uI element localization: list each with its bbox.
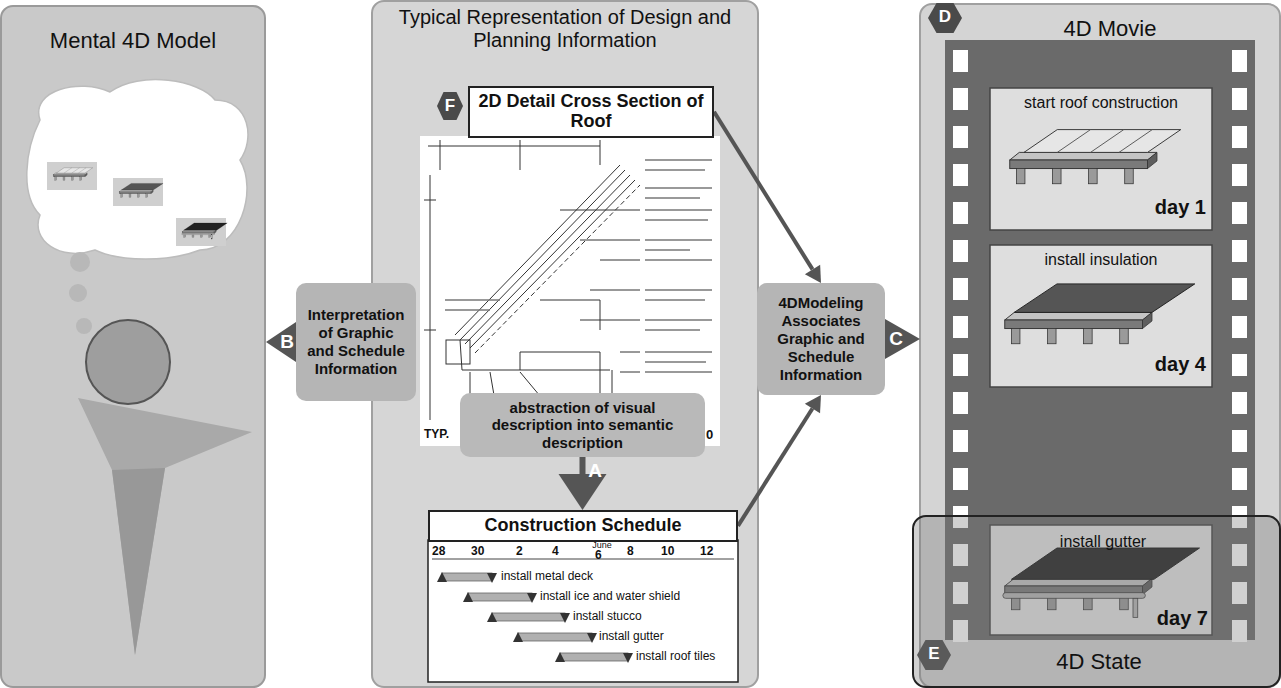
node-text: 2D Detail Cross Section of Roof	[478, 92, 704, 132]
process-box: abstraction of visual description into s…	[460, 393, 705, 457]
node-text: Mental 4D Model	[0, 28, 266, 53]
label-text: 2	[516, 545, 523, 558]
label-text: install gutter	[597, 630, 666, 643]
label-text: June	[589, 541, 615, 551]
callout-letter: D	[937, 8, 953, 27]
label-text: install ice and water shield	[538, 590, 682, 603]
node-text: 4D State	[954, 649, 1244, 674]
connector-arrow	[559, 457, 607, 510]
node-text: Typical Representation of Design and Pla…	[382, 6, 748, 52]
label-text: 30	[471, 545, 484, 558]
label-text: 8	[627, 545, 634, 558]
title-box: 2D Detail Cross Section of Roof	[468, 86, 714, 138]
node-text: day 4	[1100, 353, 1206, 376]
callout-letter: A	[587, 461, 603, 482]
movie-frame: install insulation day 4	[990, 245, 1212, 387]
panel: 4D Movie start roof construction day 1 inst…	[920, 4, 1281, 688]
connector-arrow	[714, 112, 821, 283]
label-text: TYP.	[424, 428, 449, 441]
connector-arrow	[885, 319, 920, 359]
callout-letter: B	[279, 332, 295, 353]
node-text: day 1	[1100, 196, 1206, 219]
label-text: install stucco	[571, 610, 644, 623]
movie-frame: start roof construction day 1	[990, 88, 1212, 230]
label-text: 10	[661, 545, 674, 558]
label-text: 12	[700, 545, 713, 558]
node-text: install insulation	[994, 251, 1208, 269]
process-box: 4DModeling Associates Graphic and Schedu…	[757, 283, 885, 395]
node-text: Construction Schedule	[484, 516, 681, 536]
label-text: install metal deck	[499, 570, 595, 583]
connector-arrow	[738, 395, 821, 526]
node-text: start roof construction	[994, 94, 1208, 112]
callout-letter: C	[888, 329, 904, 350]
callout-letter: F	[442, 97, 458, 116]
panel: Typical Representation of Design and Pla…	[372, 0, 758, 688]
node-text: 4DModeling Associates Graphic and Schedu…	[765, 294, 877, 384]
node-text: Interpretation of Graphic and Schedule I…	[304, 306, 408, 378]
panel: Mental 4D Model	[0, 6, 266, 688]
label-text: 0	[706, 428, 713, 442]
node-text: 4D Movie	[980, 16, 1240, 41]
process-box: Interpretation of Graphic and Schedule I…	[296, 283, 416, 401]
label-text: 6	[595, 549, 602, 562]
connector-arrow	[266, 322, 296, 362]
label-text: install roof tiles	[634, 650, 717, 663]
node-text: day 7	[1102, 607, 1208, 630]
label-text: 4	[552, 545, 559, 558]
node-text: install gutter	[996, 533, 1210, 551]
state-band: 4D State install gutter day 7	[912, 515, 1281, 688]
title-box: Construction Schedule	[428, 510, 738, 542]
label-text: 28	[432, 545, 445, 558]
node-text: abstraction of visual description into s…	[468, 399, 697, 451]
movie-frame: install gutter day 7	[992, 527, 1214, 637]
callout-letter: E	[926, 645, 942, 664]
